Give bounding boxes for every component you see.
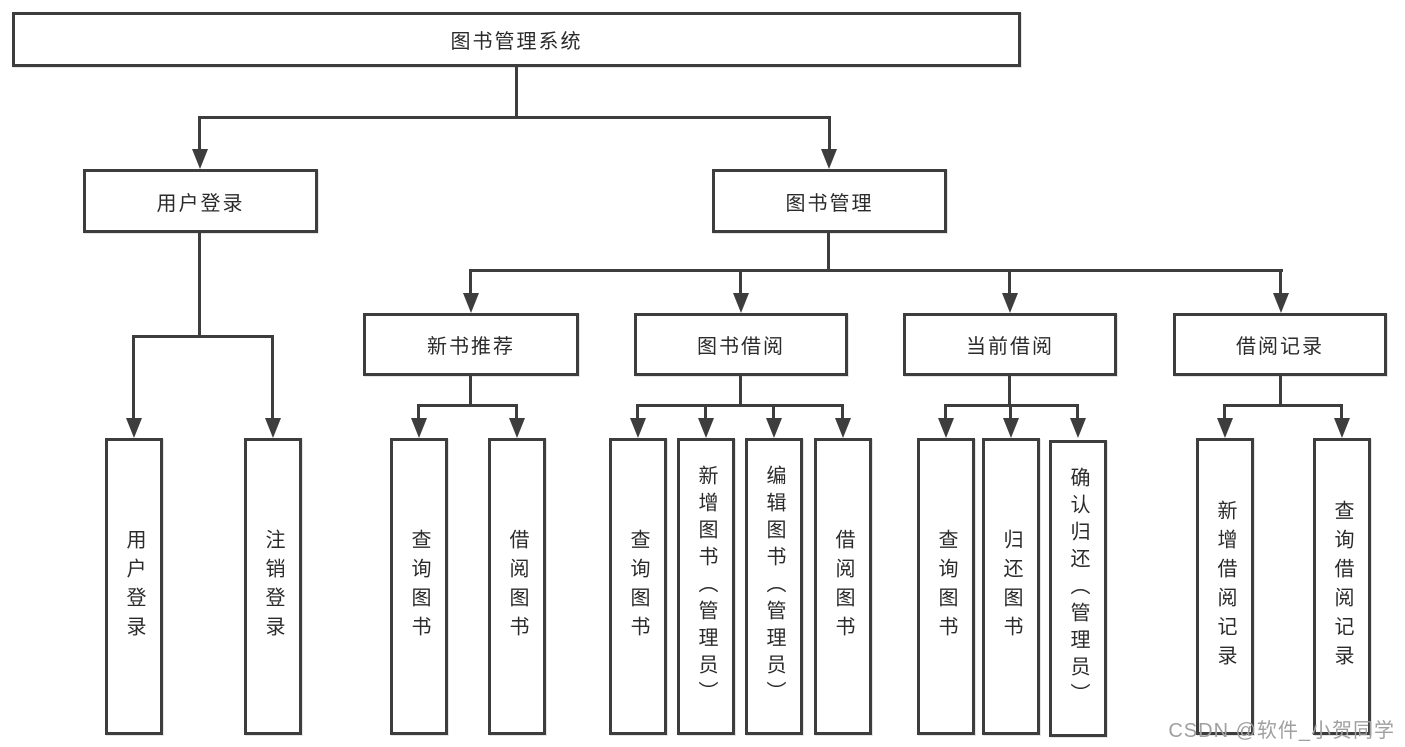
leaf-user-login: 用户登录 xyxy=(105,438,163,735)
connector-bb-stem-3 xyxy=(772,404,775,420)
leaf-br-add-record-label: 新增借阅记录 xyxy=(1214,499,1236,674)
connector-br-hline xyxy=(1223,404,1343,407)
connector-br-stem-1 xyxy=(1223,404,1226,420)
connector-userlogin-stem-2 xyxy=(271,335,274,420)
connector-bookmgmt-hline xyxy=(470,269,1283,272)
connector-root-stem-left xyxy=(198,116,201,151)
connector-root-hline xyxy=(198,116,831,119)
connector-bookmgmt-stem-4 xyxy=(1279,269,1282,295)
leaf-br-query-record: 查询借阅记录 xyxy=(1313,438,1371,735)
leaf-cb-query-books-label: 查询图书 xyxy=(935,528,957,645)
leaf-logout-label: 注销登录 xyxy=(262,528,284,645)
connector-bb-vline xyxy=(739,376,742,407)
connector-nbr-stem-2 xyxy=(515,404,518,420)
connector-bookmgmt-vline xyxy=(827,233,830,272)
arrow-down-icon xyxy=(1003,418,1019,438)
connector-bb-hline xyxy=(636,404,844,407)
connector-cb-stem-1 xyxy=(944,404,947,420)
section-borrow-records-label: 借阅记录 xyxy=(1236,336,1324,358)
section-book-borrow-label: 图书借阅 xyxy=(697,336,785,358)
branch-book-management: 图书管理 xyxy=(712,169,947,233)
connector-cb-stem-2 xyxy=(1009,404,1012,420)
arrow-down-icon xyxy=(192,149,208,169)
leaf-logout: 注销登录 xyxy=(244,438,302,735)
section-book-borrow: 图书借阅 xyxy=(634,313,848,376)
leaf-cb-return-books: 归还图书 xyxy=(982,438,1040,735)
connector-cb-vline xyxy=(1008,376,1011,407)
arrow-down-icon xyxy=(835,418,851,438)
section-new-book-recommend: 新书推荐 xyxy=(363,313,579,376)
connector-bb-stem-2 xyxy=(704,404,707,420)
leaf-bb-edit-books-admin-label: 编辑图书（管理员） xyxy=(763,465,785,708)
connector-root-stem-right xyxy=(828,116,831,151)
connector-userlogin-hline xyxy=(132,335,274,338)
leaf-br-add-record: 新增借阅记录 xyxy=(1196,438,1254,735)
connector-nbr-hline xyxy=(417,404,518,407)
connector-bb-stem-1 xyxy=(636,404,639,420)
arrow-down-icon xyxy=(938,418,954,438)
connector-nbr-vline xyxy=(469,376,472,407)
arrow-down-icon xyxy=(1217,418,1233,438)
arrow-down-icon xyxy=(766,418,782,438)
branch-user-login-label: 用户登录 xyxy=(156,192,245,215)
connector-bookmgmt-stem-2 xyxy=(739,269,742,295)
arrow-down-icon xyxy=(733,293,749,313)
watermark: CSDN @软件_小贺同学 xyxy=(1168,720,1395,742)
section-current-borrow-label: 当前借阅 xyxy=(966,336,1054,358)
connector-root-vline xyxy=(515,67,518,119)
leaf-bb-add-books-admin: 新增图书（管理员） xyxy=(677,438,735,735)
arrow-down-icon xyxy=(630,418,646,438)
leaf-cb-confirm-return-admin-label: 确认归还（管理员） xyxy=(1067,467,1089,710)
leaf-cb-return-books-label: 归还图书 xyxy=(1000,528,1022,645)
branch-user-login: 用户登录 xyxy=(83,169,318,233)
arrow-down-icon xyxy=(463,293,479,313)
section-current-borrow: 当前借阅 xyxy=(903,313,1117,376)
arrow-down-icon xyxy=(126,418,142,438)
connector-br-vline xyxy=(1279,376,1282,407)
leaf-nbr-query-books: 查询图书 xyxy=(390,438,448,735)
connector-bookmgmt-stem-1 xyxy=(469,269,472,295)
arrow-down-icon xyxy=(411,418,427,438)
section-borrow-records: 借阅记录 xyxy=(1173,313,1387,376)
connector-bb-stem-4 xyxy=(841,404,844,420)
connector-br-stem-2 xyxy=(1340,404,1343,420)
arrow-down-icon xyxy=(821,149,837,169)
connector-userlogin-stem-1 xyxy=(132,335,135,420)
connector-userlogin-vline xyxy=(198,233,201,338)
arrow-down-icon xyxy=(1273,293,1289,313)
section-new-book-recommend-label: 新书推荐 xyxy=(427,336,515,358)
leaf-cb-query-books: 查询图书 xyxy=(917,438,975,735)
leaf-cb-confirm-return-admin: 确认归还（管理员） xyxy=(1049,440,1107,737)
connector-bookmgmt-stem-3 xyxy=(1008,269,1011,295)
leaf-bb-borrow-books: 借阅图书 xyxy=(814,438,872,735)
branch-book-management-label: 图书管理 xyxy=(785,192,874,215)
leaf-nbr-query-books-label: 查询图书 xyxy=(408,528,430,645)
leaf-bb-borrow-books-label: 借阅图书 xyxy=(832,528,854,645)
node-root-label: 图书管理系统 xyxy=(450,31,583,53)
leaf-bb-add-books-admin-label: 新增图书（管理员） xyxy=(695,465,717,708)
connector-nbr-stem-1 xyxy=(417,404,420,420)
connector-cb-stem-3 xyxy=(1076,404,1079,420)
leaf-bb-edit-books-admin: 编辑图书（管理员） xyxy=(745,438,803,735)
arrow-down-icon xyxy=(1334,418,1350,438)
leaf-nbr-borrow-books-label: 借阅图书 xyxy=(506,528,528,645)
arrow-down-icon xyxy=(1070,418,1086,438)
arrow-down-icon xyxy=(265,418,281,438)
leaf-user-login-label: 用户登录 xyxy=(123,528,145,645)
node-root: 图书管理系统 xyxy=(12,12,1021,67)
leaf-br-query-record-label: 查询借阅记录 xyxy=(1331,499,1353,674)
leaf-bb-query-books-label: 查询图书 xyxy=(627,528,649,645)
leaf-bb-query-books: 查询图书 xyxy=(609,438,667,735)
arrow-down-icon xyxy=(698,418,714,438)
leaf-nbr-borrow-books: 借阅图书 xyxy=(488,438,546,735)
arrow-down-icon xyxy=(1002,293,1018,313)
arrow-down-icon xyxy=(509,418,525,438)
